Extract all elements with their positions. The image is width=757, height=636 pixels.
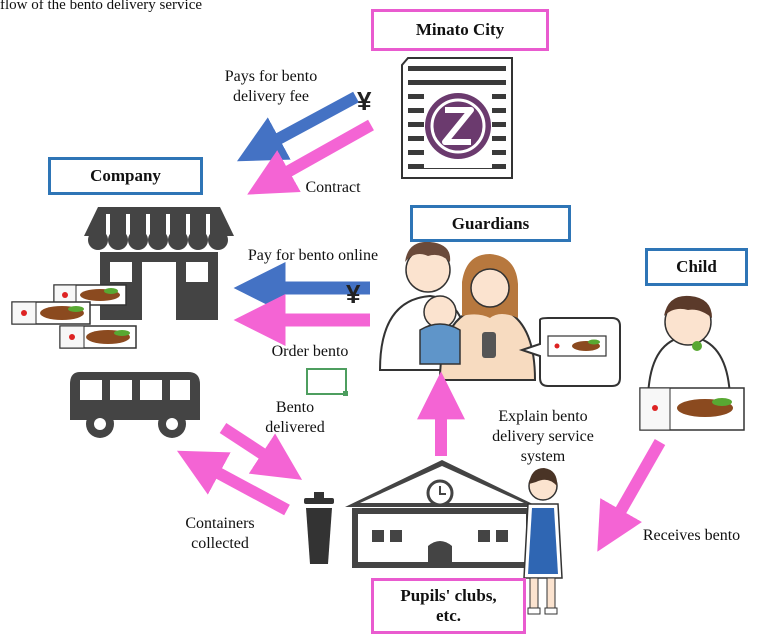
arrow-contract <box>247 119 374 195</box>
child-label: Child <box>676 257 717 276</box>
pupils-clubs-box: Pupils' clubs, etc. <box>371 578 526 634</box>
pay-online-label: Pay for bento online <box>247 247 379 264</box>
teacher-icon <box>523 468 563 615</box>
phone-bento-bubble <box>518 317 621 387</box>
child-icon <box>639 295 745 431</box>
guardians-box: Guardians <box>410 205 571 242</box>
explain-line1: Explain bento <box>498 408 588 425</box>
order-bento-label: Order bento <box>271 343 349 360</box>
explain-line2: delivery service <box>492 428 594 445</box>
contract-label: Contract <box>305 179 361 196</box>
minato-city-label: Minato City <box>415 20 505 39</box>
containers-collected-label: Containers collected <box>160 514 280 554</box>
explain-line3: system <box>520 448 566 465</box>
company-label: Company <box>90 166 161 185</box>
child-box: Child <box>645 248 748 286</box>
pays-fee-line2: delivery fee <box>233 88 309 105</box>
bento-delivered-line2: delivered <box>265 419 325 436</box>
bus-icon <box>70 372 200 438</box>
city-hall-icon <box>401 57 513 179</box>
containers-line2: collected <box>191 535 249 552</box>
yen-icon: ¥ <box>357 86 372 116</box>
containers-line1: Containers <box>185 515 255 532</box>
pays-fee-label: Pays for bento delivery fee <box>196 67 346 107</box>
guardians-label: Guardians <box>451 213 530 233</box>
yen-icon: ¥ <box>346 279 361 309</box>
diagram-title: flow of the bento delivery service <box>0 0 203 13</box>
pupils-clubs-label-line2: etc. <box>435 606 461 625</box>
bento-delivered-label: Bento delivered <box>245 398 345 438</box>
shop-icon <box>84 207 234 320</box>
pupils-clubs-label-line1: Pupils' clubs, <box>400 586 497 605</box>
arrow-bento-delivered <box>219 422 303 480</box>
receives-bento-label: Receives bento <box>642 527 741 544</box>
guardians-family-icon <box>378 241 537 381</box>
selection-handle-artifact <box>343 391 348 396</box>
selection-box-artifact <box>306 368 347 395</box>
arrow-containers-collected <box>176 450 290 516</box>
arrow-pays-fee <box>236 91 359 162</box>
bento-boxes-icon <box>11 284 137 349</box>
school-icon <box>345 460 539 568</box>
trash-can-icon <box>304 492 334 564</box>
explain-service-label: Explain bento delivery service system <box>463 407 623 467</box>
bento-delivered-line1: Bento <box>275 399 315 416</box>
pays-fee-line1: Pays for bento <box>224 68 318 85</box>
minato-city-box: Minato City <box>371 9 549 51</box>
arrow-receives-bento <box>597 439 666 552</box>
company-box: Company <box>48 157 203 195</box>
